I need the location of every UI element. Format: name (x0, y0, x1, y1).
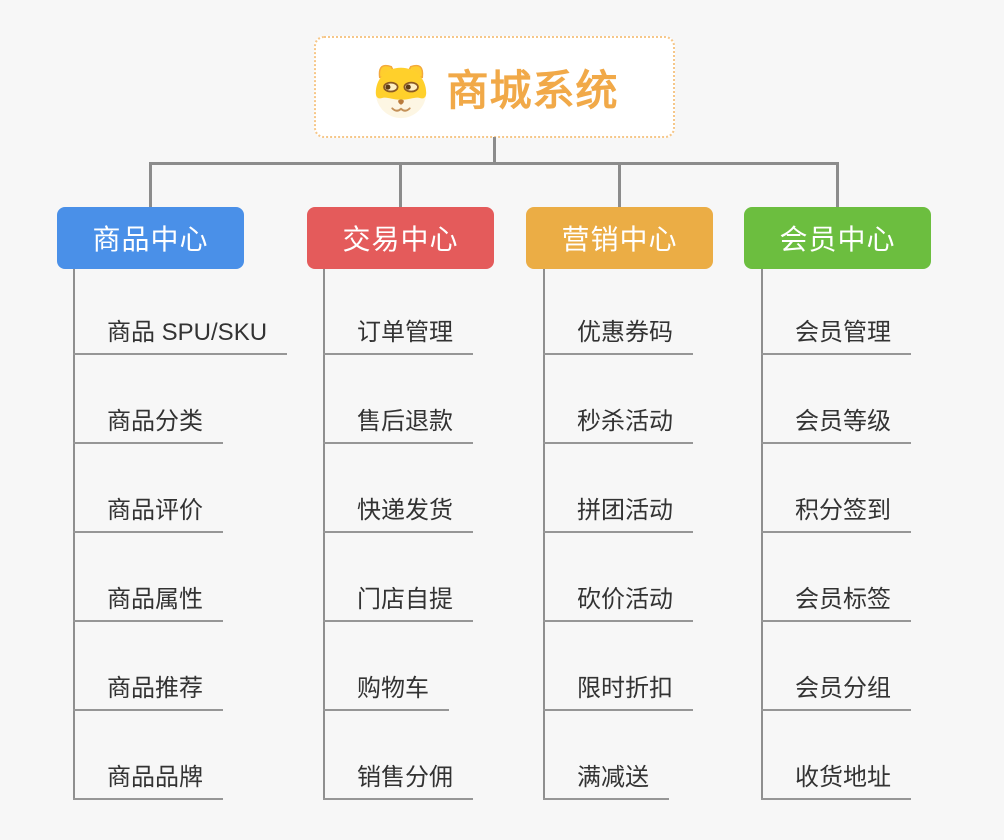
leaf-node[interactable]: 商品品牌 (73, 763, 223, 800)
leaf-node[interactable]: 订单管理 (323, 318, 473, 355)
branch-node-marketing-center[interactable]: 营销中心 (526, 207, 713, 269)
leaf-node[interactable]: 商品评价 (73, 496, 223, 533)
branch-node-member-center[interactable]: 会员中心 (744, 207, 931, 269)
dog-icon (376, 64, 427, 119)
leaf-node[interactable]: 积分签到 (761, 496, 911, 533)
leaf-node[interactable]: 售后退款 (323, 407, 473, 444)
leaf-node[interactable]: 秒杀活动 (543, 407, 693, 444)
leaf-node[interactable]: 商品 SPU/SKU (73, 318, 288, 355)
connector-drop-marketing (618, 162, 621, 207)
leaf-node[interactable]: 收货地址 (761, 763, 911, 800)
leaf-node[interactable]: 会员等级 (761, 407, 911, 444)
leaf-node[interactable]: 满减送 (543, 763, 669, 800)
leaf-node[interactable]: 购物车 (323, 674, 449, 711)
leaf-node[interactable]: 门店自提 (323, 585, 473, 622)
branch-node-product-center[interactable]: 商品中心 (57, 207, 244, 269)
connector-drop-product (149, 162, 152, 207)
leaf-node[interactable]: 会员标签 (761, 585, 911, 622)
leaf-node[interactable]: 商品推荐 (73, 674, 223, 711)
connector-drop-trade (399, 162, 402, 207)
connector-trunk-marketing (543, 269, 545, 800)
leaf-node[interactable]: 优惠券码 (543, 318, 693, 355)
connector-trunk-trade (323, 269, 325, 800)
leaf-node[interactable]: 限时折扣 (543, 674, 693, 711)
leaf-node[interactable]: 砍价活动 (543, 585, 693, 622)
connector-trunk-member (761, 269, 763, 800)
leaf-node[interactable]: 销售分佣 (323, 763, 473, 800)
leaf-node[interactable]: 拼团活动 (543, 496, 693, 533)
leaf-node[interactable]: 商品分类 (73, 407, 223, 444)
connector-drop-member (836, 162, 839, 207)
connector-horizontal (149, 162, 839, 165)
leaf-node[interactable]: 商品属性 (73, 585, 223, 622)
root-title: 商城系统 (446, 66, 619, 114)
branch-node-trade-center[interactable]: 交易中心 (307, 207, 494, 269)
leaf-node[interactable]: 会员管理 (761, 318, 911, 355)
leaf-node[interactable]: 会员分组 (761, 674, 911, 711)
connector-trunk-product (73, 269, 75, 800)
root-node-mall-system[interactable]: 商城系统 (314, 36, 675, 138)
leaf-node[interactable]: 快递发货 (323, 496, 473, 533)
connector-root-stub (493, 137, 496, 163)
